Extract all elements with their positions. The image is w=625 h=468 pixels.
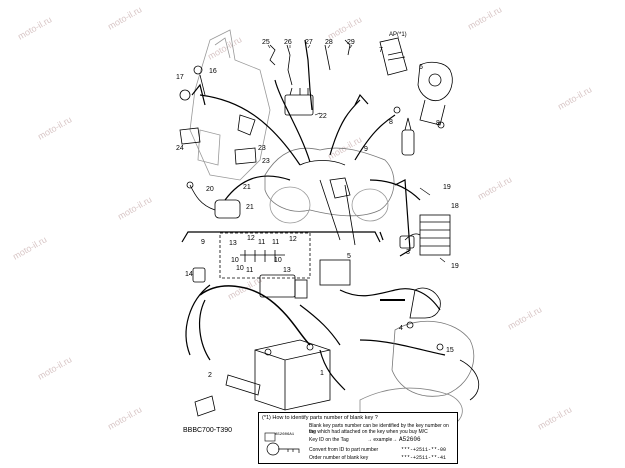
callout-leaders <box>267 44 446 263</box>
callout-17: 17 <box>176 74 184 81</box>
callout-6: 6 <box>419 64 423 71</box>
callout-9: 9 <box>201 239 205 246</box>
callout-14: 14 <box>185 271 193 278</box>
watermark: moto-il.ru <box>466 4 503 31</box>
watermark: moto-il.ru <box>476 174 513 201</box>
callout-24: 24 <box>176 145 184 152</box>
watermark: moto-il.ru <box>11 234 48 261</box>
watermark: moto-il.ru <box>106 4 143 31</box>
callout-13: 13 <box>283 267 291 274</box>
callout-18: 18 <box>451 203 459 210</box>
callout-1: 1 <box>320 370 324 377</box>
callout-27: 27 <box>305 39 313 46</box>
main-switch <box>417 61 453 102</box>
callout-8: 8 <box>436 120 440 127</box>
bike-body-outline <box>264 147 395 217</box>
watermark: moto-il.ru <box>326 14 363 41</box>
callout-21: 21 <box>243 184 251 191</box>
fuse-detail-box <box>219 232 311 279</box>
cylinder-part <box>401 129 415 156</box>
key-id-label: Key ID on the Tag <box>309 437 349 443</box>
key-tag-code: A52606A1 <box>275 433 295 437</box>
regulator <box>419 214 451 256</box>
callout-16: 16 <box>209 68 217 75</box>
callout-9: 9 <box>364 146 368 153</box>
engine-block <box>391 320 475 397</box>
callout-19: 19 <box>443 184 451 191</box>
example-label: → example→ <box>367 437 398 443</box>
key-note-line1: Blank key parts number can be identified… <box>309 423 449 435</box>
watermark: moto-il.ru <box>506 304 543 331</box>
key-note-title: (*1) How to identify parts number of bla… <box>262 415 378 421</box>
relay <box>284 94 314 116</box>
callout-15: 15 <box>446 347 454 354</box>
callout-29: 29 <box>347 39 355 46</box>
watermark: moto-il.ru <box>36 114 73 141</box>
watermark: moto-il.ru <box>536 404 573 431</box>
example-value: A52606 <box>399 436 421 443</box>
watermark: moto-il.ru <box>106 404 143 431</box>
callout-22: 22 <box>319 113 327 120</box>
callout-19: 19 <box>451 263 459 270</box>
figure-code: BBBC700-T390 <box>183 427 232 434</box>
callouts: 25 26 27 28 29 22 17 16 24 23 23 20 21 2… <box>176 32 459 434</box>
watermark: moto-il.ru <box>116 194 153 221</box>
callout-12: 12 <box>289 236 297 243</box>
key-note-line2: tag which had attached on the key when y… <box>309 429 428 435</box>
starter-relay <box>319 259 351 286</box>
callout-7: 7 <box>379 47 383 54</box>
callout-12: 12 <box>247 235 255 242</box>
part-number-1: ***-+2511-**-00 <box>401 447 447 453</box>
callout-21: 21 <box>246 204 254 211</box>
battery <box>254 339 331 411</box>
sensor <box>214 199 241 219</box>
callout-23: 23 <box>262 158 270 165</box>
callout-26: 26 <box>284 39 292 46</box>
key-identification-note: (*1) How to identify parts number of bla… <box>258 412 458 464</box>
ap-label: AP(*1) <box>389 32 407 38</box>
order-label: Order number of blank key <box>309 455 369 461</box>
callout-10: 10 <box>274 257 282 264</box>
callout-13: 13 <box>229 240 237 247</box>
callout-23: 23 <box>258 145 266 152</box>
callout-2: 2 <box>208 372 212 379</box>
line-art <box>179 29 480 433</box>
callout-3: 3 <box>406 249 410 256</box>
frame-outline <box>189 29 271 181</box>
callout-10: 10 <box>231 257 239 264</box>
key-icon <box>264 432 300 456</box>
callout-10: 10 <box>236 265 244 272</box>
callout-11: 11 <box>272 239 279 246</box>
callout-8: 8 <box>389 119 393 126</box>
convert-label: Convert from ID to part number <box>309 447 379 453</box>
watermark: moto-il.ru <box>556 84 593 111</box>
watermark: moto-il.ru <box>36 354 73 381</box>
callout-11: 11 <box>258 239 265 246</box>
key-box-outline <box>379 37 408 76</box>
callout-20: 20 <box>206 186 214 193</box>
callout-4: 4 <box>399 325 403 332</box>
watermark: moto-il.ru <box>16 14 53 41</box>
callout-28: 28 <box>325 39 333 46</box>
part-number-2: ***-+2511-**-41 <box>401 455 447 461</box>
watermarks: moto-il.ru moto-il.ru moto-il.ru moto-il… <box>11 4 593 431</box>
callout-5: 5 <box>347 253 351 260</box>
callout-11: 11 <box>246 267 253 274</box>
callout-25: 25 <box>262 39 270 46</box>
